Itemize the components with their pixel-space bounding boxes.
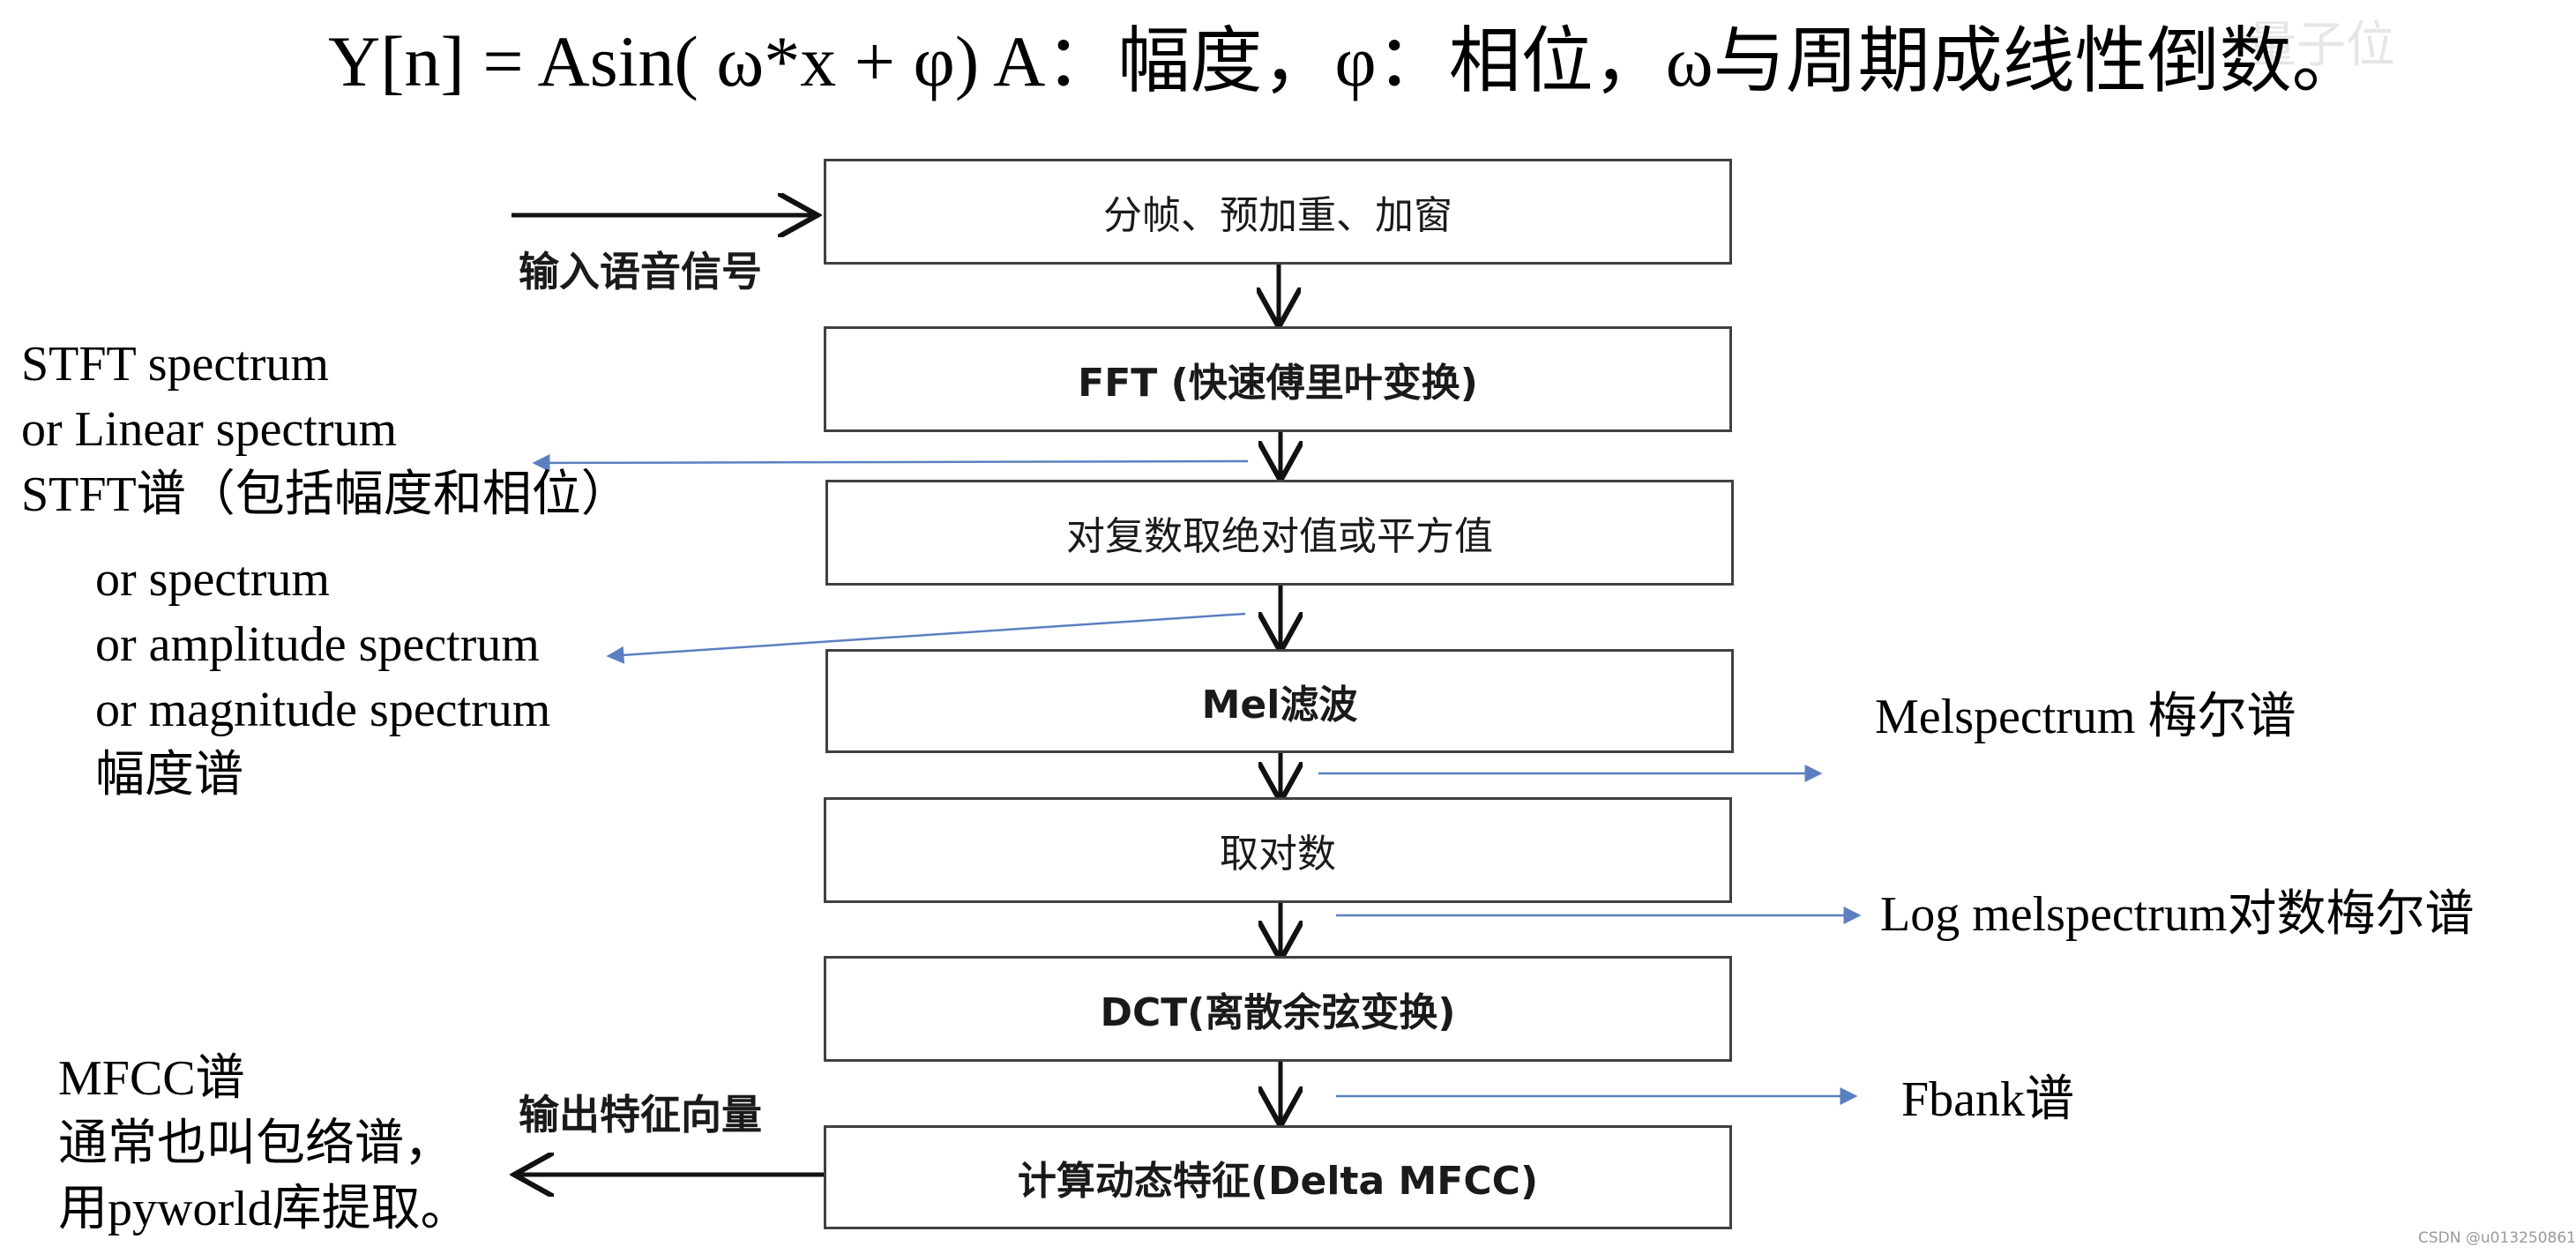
amplitude-note-line: or spectrum: [95, 552, 330, 607]
log-melspectrum-note: Log melspectrum对数梅尔谱: [1880, 887, 2475, 942]
stft-note-line: STFT spectrum: [21, 337, 329, 392]
step-log-box: 取对数: [824, 797, 1732, 903]
stft-note-line: or Linear spectrum: [21, 402, 398, 457]
amplitude-note-line: 幅度谱: [95, 748, 243, 802]
melspectrum-note: Melspectrum 梅尔谱: [1875, 690, 2296, 744]
step-delta-mfcc-box: 计算动态特征(Delta MFCC): [824, 1125, 1732, 1229]
fbank-note: Fbank谱: [1901, 1072, 2074, 1127]
stft-note-line: STFT谱（包括幅度和相位）: [21, 467, 631, 522]
amplitude-note-line: or magnitude spectrum: [95, 683, 551, 737]
step-mel-filter-box: Mel滤波: [825, 649, 1734, 753]
stft-side-arrow: [532, 453, 1249, 472]
step-framing-box: 分帧、预加重、加窗: [824, 159, 1732, 265]
stft-note: STFT spectrum or Linear spectrum STFT谱（包…: [21, 332, 631, 527]
output-label: 输出特征向量: [519, 1091, 762, 1138]
mfcc-note: MFCC谱 通常也叫包络谱， 用pyworld库提取。: [58, 1046, 470, 1242]
credit-watermark: CSDN @u013250861: [2418, 1229, 2576, 1247]
amplitude-side-arrow: [606, 612, 1246, 664]
step-fft-box: FFT (快速傅里叶变换): [824, 326, 1732, 432]
mfcc-note-line: 通常也叫包络谱，: [58, 1116, 453, 1171]
watermark-logo-text: 量子位: [2247, 17, 2395, 74]
step-abs-box: 对复数取绝对值或平方值: [825, 480, 1734, 586]
step-dct-box: DCT(离散余弦变换): [824, 956, 1732, 1062]
amplitude-note-line: or amplitude spectrum: [95, 617, 540, 672]
mfcc-note-line: MFCC谱: [58, 1051, 245, 1106]
formula-title: Y[n] = Asin( ω*x + φ) A：幅度，φ：相位，ω与周期成线性倒…: [328, 21, 2364, 101]
mfcc-note-line: 用pyworld库提取。: [58, 1182, 470, 1236]
input-label: 输入语音信号: [519, 248, 762, 295]
amplitude-note: or spectrum or amplitude spectrum or mag…: [95, 547, 550, 808]
